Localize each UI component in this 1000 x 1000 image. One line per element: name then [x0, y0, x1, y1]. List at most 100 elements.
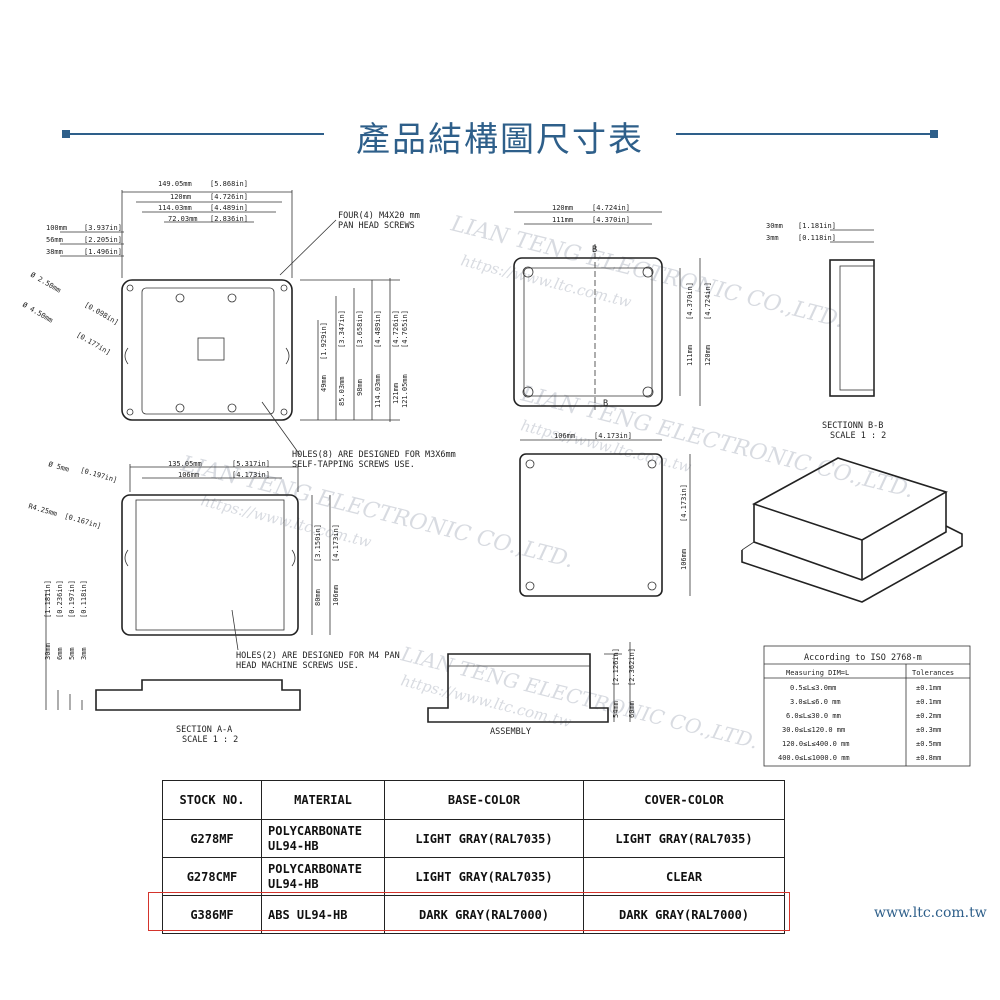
dim-label: [4.173in]	[232, 471, 270, 479]
tolerance-range: 0.5≤L≤3.0mm	[790, 684, 836, 692]
column-header: MATERIAL	[261, 780, 385, 820]
tolerance-value: ±0.5mm	[916, 740, 941, 748]
tolerance-title: According to ISO 2768-m	[804, 653, 922, 663]
base-color-cell: DARK GRAY(RAL7000)	[384, 895, 584, 934]
base-color-cell: LIGHT GRAY(RAL7035)	[384, 819, 584, 858]
cover-color-cell: LIGHT GRAY(RAL7035)	[583, 819, 785, 858]
dim-label: 111mm	[686, 345, 694, 366]
note-holes: SELF-TAPPING SCREWS USE.	[292, 460, 415, 470]
page-title: 產品結構圖尺寸表	[356, 120, 644, 160]
row-highlight-box	[148, 892, 790, 931]
dim-label: 6mm	[56, 647, 64, 660]
section-mark-b: B	[603, 399, 608, 409]
dim-label: [3.937in]	[84, 224, 122, 232]
dim-label: 120mm	[552, 204, 573, 212]
title-rule-left	[62, 133, 324, 135]
note-holes: HOLES(8) ARE DESIGNED FOR M3X6mm	[292, 450, 456, 460]
dim-label: [4.173in]	[594, 432, 632, 440]
section-mark-b: B	[592, 245, 597, 255]
dim-label: [5.317in]	[232, 460, 270, 468]
dim-label: 114.03mm	[374, 374, 382, 408]
dim-label: [0.197in]	[68, 580, 76, 618]
note-screws: FOUR(4) M4X20 mm	[338, 211, 420, 221]
dim-label: 100mm	[46, 224, 67, 232]
note-holes: HEAD MACHINE SCREWS USE.	[236, 661, 359, 671]
dim-label: 114.03mm	[158, 204, 192, 212]
tolerance-range: 6.0≤L≤30.0 mm	[786, 712, 841, 720]
dim-label: 56mm	[46, 236, 63, 244]
dim-label: 30mm	[44, 643, 52, 660]
dim-label: 120mm	[704, 345, 712, 366]
note-holes: HOLES(2) ARE DESIGNED FOR M4 PAN	[236, 651, 400, 661]
dim-label: 54mm	[612, 701, 620, 718]
dim-label: [2.205in]	[84, 236, 122, 244]
dim-label: [0.197in]	[79, 466, 118, 484]
tolerance-value: ±0.1mm	[916, 698, 941, 706]
material-cell: ABS UL94-HB	[261, 895, 385, 934]
dim-label: [4.370in]	[686, 282, 694, 320]
dim-label: 149.05mm	[158, 180, 192, 188]
dim-label: 38mm	[46, 248, 63, 256]
dim-label: 106mm	[680, 549, 688, 570]
column-header: BASE-COLOR	[384, 780, 584, 820]
dim-label: [2.836in]	[210, 215, 248, 223]
note-screws: PAN HEAD SCREWS	[338, 221, 415, 231]
dim-label: 3mm	[766, 234, 779, 242]
technical-drawing: LIAN TENG ELECTRONIC CO.,LTD. LIAN TENG …	[21, 180, 971, 767]
table-row: G386MF ABS UL94-HB DARK GRAY(RAL7000) DA…	[162, 895, 785, 934]
section-aa: [1.181in] [0.236in] [0.197in] [0.118in] …	[44, 580, 301, 745]
tolerance-value: ±0.8mm	[916, 754, 941, 762]
table-row: G278MF POLYCARBONATE UL94-HB LIGHT GRAY(…	[162, 819, 785, 858]
dim-label: [4.726in]	[210, 193, 248, 201]
dim-label: [2.126in]	[612, 648, 620, 686]
stock-no-cell: G278CMF	[162, 857, 262, 896]
dim-label: 3mm	[80, 647, 88, 660]
dim-label: 80mm	[314, 589, 322, 606]
dim-label: [4.765in]	[401, 310, 409, 348]
tolerance-value: ±0.2mm	[916, 712, 941, 720]
table-row: G278CMF POLYCARBONATE UL94-HB LIGHT GRAY…	[162, 857, 785, 896]
dim-label: [3.658in]	[356, 310, 364, 348]
table-header-row: STOCK NO. MATERIAL BASE-COLOR COVER-COLO…	[162, 780, 785, 820]
tolerance-range: 30.0≤L≤120.0 mm	[782, 726, 845, 734]
dim-label: 60mm	[628, 701, 636, 718]
section-label: SCALE 1 : 2	[182, 735, 238, 745]
title-rule-right-cap	[930, 130, 938, 138]
footer-url: www.ltc.com.tw	[874, 905, 987, 921]
tolerance-value: ±0.3mm	[916, 726, 941, 734]
dim-label: 111mm	[552, 216, 573, 224]
dim-label: 120mm	[170, 193, 191, 201]
dim-label: [0.098in]	[83, 301, 120, 327]
dim-label: [4.724in]	[704, 282, 712, 320]
stock-no-cell: G278MF	[162, 819, 262, 858]
dim-label: [2.362in]	[628, 648, 636, 686]
dim-label: R4.25mm	[27, 502, 58, 518]
dim-label: [0.118in]	[798, 234, 836, 242]
tolerance-range: 400.0≤L≤1000.0 mm	[778, 754, 850, 762]
material-cell: POLYCARBONATE UL94-HB	[261, 819, 385, 858]
dim-label: [0.167in]	[63, 512, 102, 530]
spec-table: STOCK NO. MATERIAL BASE-COLOR COVER-COLO…	[162, 780, 785, 934]
dim-label: [4.489in]	[210, 204, 248, 212]
cover-view: 106mm [4.173in] 106mm [4.173in]	[519, 432, 691, 597]
tolerance-range: 120.0≤L≤400.0 mm	[782, 740, 849, 748]
dim-label: [5.868in]	[210, 180, 248, 188]
dim-label: [4.173in]	[332, 524, 340, 562]
dim-label: [3.347in]	[338, 310, 346, 348]
dim-label: 49mm	[320, 375, 328, 392]
tolerance-range: 3.0≤L≤6.0 mm	[790, 698, 841, 706]
dim-label: Ø 2.50mm	[29, 271, 62, 295]
dim-label: 106mm	[554, 432, 575, 440]
material-cell: POLYCARBONATE UL94-HB	[261, 857, 385, 896]
dim-label: [4.724in]	[592, 204, 630, 212]
base-color-cell: LIGHT GRAY(RAL7035)	[384, 857, 584, 896]
dim-label: 135.05mm	[168, 460, 202, 468]
dim-label: [4.173in]	[680, 484, 688, 522]
title-rule-right	[676, 133, 938, 135]
dim-label: [1.929in]	[320, 322, 328, 360]
cover-color-cell: CLEAR	[583, 857, 785, 896]
dim-label: [3.150in]	[314, 524, 322, 562]
column-header: COVER-COLOR	[583, 780, 785, 820]
tolerance-value: ±0.1mm	[916, 684, 941, 692]
section-label: SECTIONN B-B	[822, 421, 883, 431]
